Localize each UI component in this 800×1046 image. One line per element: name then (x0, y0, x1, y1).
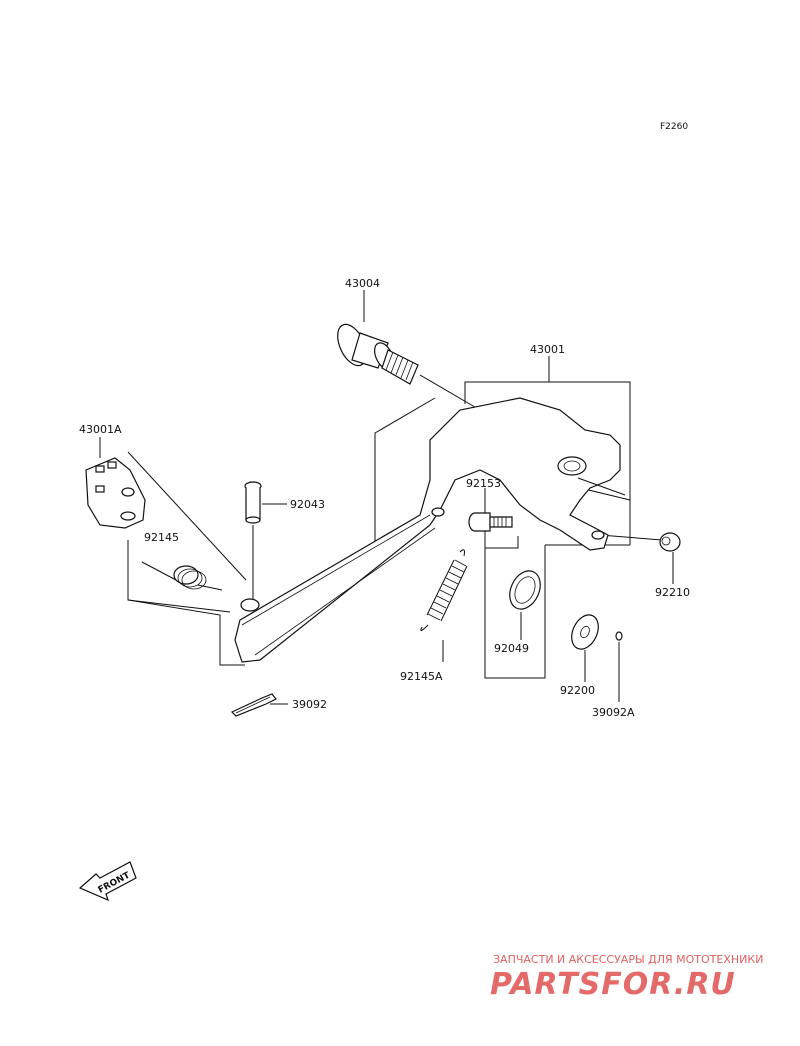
label-43001: 43001 (530, 343, 565, 356)
label-39092: 39092 (292, 698, 327, 711)
watermark-tagline: ЗАПЧАСТИ И АКСЕССУАРЫ ДЛЯ МОТОТЕХНИКИ (493, 953, 763, 966)
watermark-logo: PARTSFOR.RU (490, 967, 736, 1002)
label-92049: 92049 (494, 642, 529, 655)
label-39092A: 39092A (592, 706, 635, 719)
foot-peg-part (85, 457, 146, 529)
watermark: ЗАПЧАСТИ И АКСЕССУАРЫ ДЛЯ МОТОТЕХНИКИ PA… (490, 953, 763, 1002)
bolt-part (468, 512, 513, 532)
brake-lever-part (234, 397, 626, 663)
label-43004: 43004 (345, 277, 380, 290)
label-92210: 92210 (655, 586, 690, 599)
label-92145A: 92145A (400, 670, 443, 683)
torsion-spring-part (141, 561, 223, 591)
clevis-pin-part (244, 481, 262, 524)
label-43001A: 43001A (79, 423, 122, 436)
label-92043: 92043 (290, 498, 325, 511)
oil-seal-part (509, 570, 541, 610)
washer-part (571, 614, 599, 650)
small-cotter-pin-part (615, 631, 623, 641)
label-92200: 92200 (560, 684, 595, 697)
label-92153: 92153 (466, 477, 501, 490)
part-labels: 43004 43001 43001A 92043 92145 92153 922… (79, 277, 690, 719)
collar-part (659, 532, 681, 552)
label-92145: 92145 (144, 531, 179, 544)
figure-code: F2260 (660, 122, 688, 132)
pivot-bolt-part (337, 323, 481, 411)
front-arrow-icon: FRONT (78, 861, 137, 902)
cotter-pin-part (230, 693, 277, 717)
extension-spring-part (420, 549, 468, 631)
